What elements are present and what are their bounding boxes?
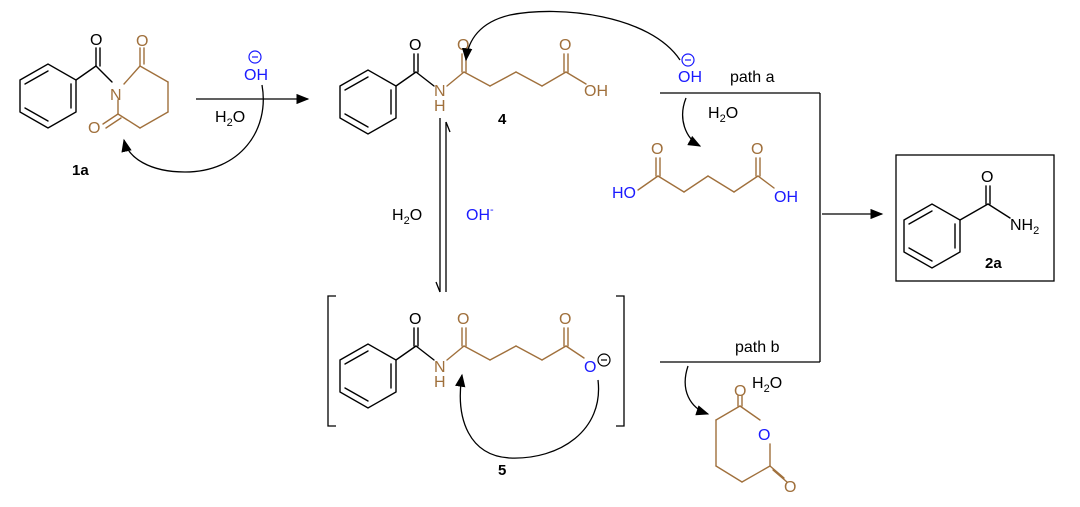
reagent-water: H2O [708, 105, 738, 125]
hydroxide-attack-4: OH [461, 10, 702, 86]
reagent-water: H2O [752, 375, 782, 395]
atom-o: O [409, 37, 421, 54]
atom-o: O [136, 33, 148, 50]
atom-o: O [734, 383, 746, 400]
compound-label-1a: 1a [72, 162, 89, 179]
curved-arrow-icon [684, 365, 710, 416]
reagent-hydroxide: OH- [466, 204, 494, 224]
atom-oh: OH [774, 189, 798, 206]
curved-arrow-icon [461, 10, 681, 62]
glutaric-acid: HO O O OH [612, 141, 798, 206]
path-b-label: path b [735, 339, 780, 356]
arrow-1a-to-4: H2O [196, 93, 310, 129]
compound-5: O N H O O O 5 [327, 295, 625, 479]
atom-ho: HO [612, 185, 636, 202]
amide-nh2: NH2 [1010, 217, 1039, 237]
atom-n: N [434, 359, 446, 376]
atom-o: O [90, 32, 102, 49]
compound-label-2a: 2a [985, 255, 1002, 272]
hydroxide-attack-1a: OH [121, 50, 268, 173]
curved-arrow-icon [455, 373, 600, 459]
path-a-label: path a [730, 69, 775, 86]
atom-o: O [751, 141, 763, 158]
atom-o-anion: O [584, 359, 596, 376]
atom-o: O [88, 120, 100, 137]
path-a: path a H2O path b [660, 69, 884, 363]
atom-o: O [559, 311, 571, 328]
path-b: H2O [684, 365, 782, 416]
atom-o: O [981, 169, 993, 186]
negative-charge-icon [248, 50, 262, 64]
negative-charge-icon [681, 53, 695, 67]
atom-o: O [559, 37, 571, 54]
atom-o: O [651, 141, 663, 158]
atom-o: O [409, 311, 421, 328]
atom-o-ring: O [758, 427, 770, 444]
atom-o: O [784, 479, 796, 496]
compound-label-4: 4 [498, 111, 507, 128]
negative-charge-icon [597, 353, 611, 367]
atom-n: N [110, 87, 122, 104]
atom-o: O [457, 311, 469, 328]
atom-h: H [434, 374, 446, 391]
hydroxide-oh: OH [244, 67, 268, 84]
reagent-water: H2O [215, 109, 245, 129]
atom-oh: OH [584, 83, 608, 100]
product-2a-box: O NH2 2a [895, 154, 1055, 282]
curved-arrow-icon [682, 97, 702, 147]
equilibrium-4-5: H2O OH- [392, 118, 494, 293]
reagent-water: H2O [392, 207, 422, 227]
compound-4: O N H O O OH 4 [339, 37, 608, 135]
glutaric-anhydride: O O O [715, 383, 796, 496]
compound-1a: O N O O 1a [19, 32, 169, 179]
atom-n: N [434, 83, 446, 100]
curved-arrow-icon [121, 84, 264, 173]
hydroxide-oh: OH [678, 69, 702, 86]
atom-h: H [434, 98, 446, 115]
compound-label-5: 5 [498, 462, 506, 479]
